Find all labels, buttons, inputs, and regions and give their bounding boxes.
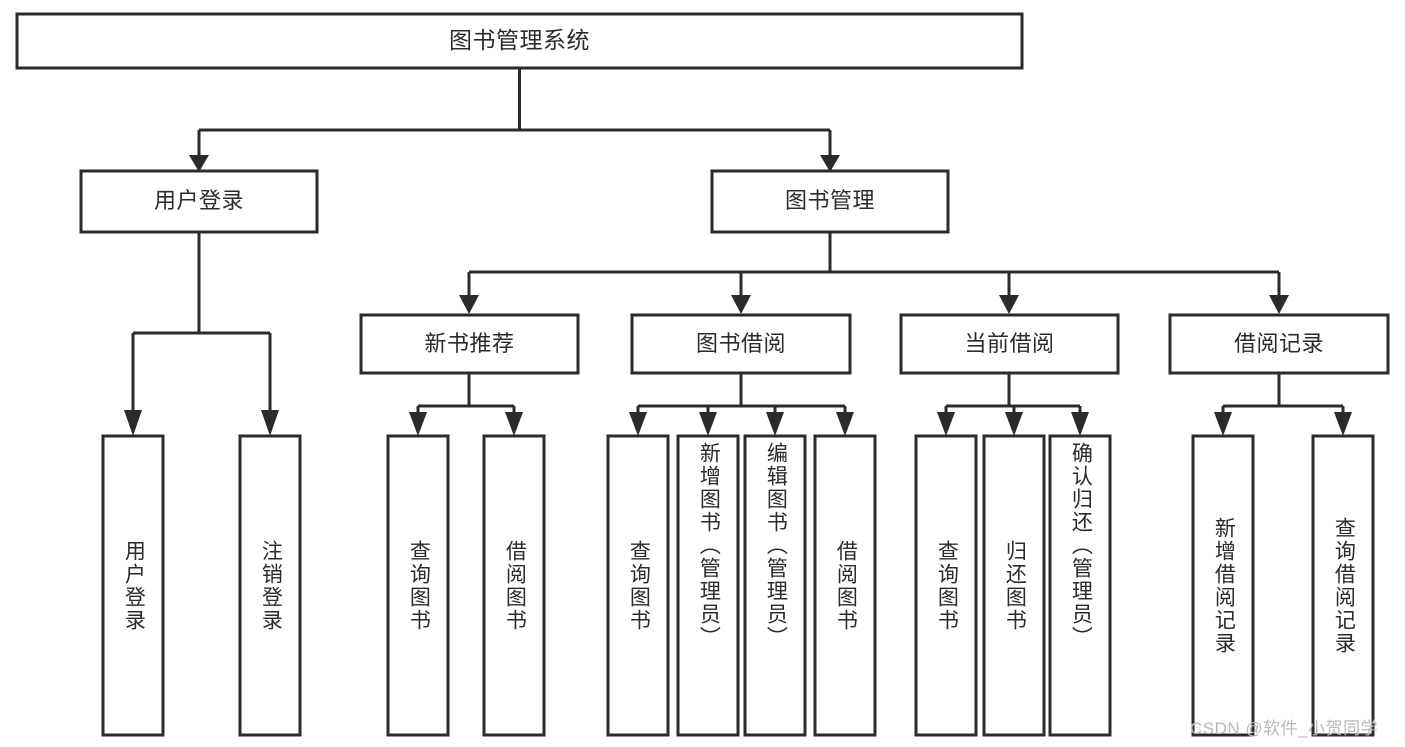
node-box-leaf-borrow-book-2[interactable]	[813, 434, 877, 737]
node-box-leaf-query-book-3[interactable]	[914, 434, 978, 737]
node-box-leaf-add-record[interactable]	[1191, 434, 1255, 737]
arrow-icon-leaf-add-record	[1214, 412, 1232, 436]
node-box-layer	[15, 12, 1390, 737]
arrow-icon-book-borrow	[731, 295, 751, 314]
node-label-leaf-borrow-book-2: 借阅图书	[834, 539, 858, 632]
arrow-icon-leaf-borrow-book-1	[505, 412, 523, 436]
node-label-cell-leaf-query-book-2: 查询图书	[608, 436, 668, 735]
node-label-leaf-logout: 注销登录	[259, 539, 283, 632]
node-box-leaf-user-login[interactable]	[101, 434, 165, 737]
node-label-cell-leaf-return-book: 归还图书	[984, 436, 1044, 735]
node-label-leaf-query-book-2: 查询图书	[627, 539, 651, 632]
node-label-cell-leaf-query-book-3: 查询图书	[916, 436, 976, 735]
node-label-cell-leaf-user-login: 用户登录	[103, 436, 163, 735]
node-label-leaf-edit-book: 编辑图书（管理员）	[764, 442, 788, 649]
node-label-cell-leaf-borrow-book-1: 借阅图书	[484, 436, 544, 735]
node-box-user-login[interactable]	[79, 169, 319, 234]
node-label-leaf-add-book: 新增图书（管理员）	[697, 442, 721, 649]
node-label-leaf-return-book: 归还图书	[1003, 539, 1027, 632]
arrow-icon-borrow-record	[1269, 295, 1289, 314]
arrow-icon-leaf-query-book-3	[937, 412, 955, 436]
node-box-leaf-borrow-book-1[interactable]	[482, 434, 546, 737]
node-box-current-borrow[interactable]	[899, 313, 1120, 375]
arrow-icon-leaf-user-login	[124, 410, 142, 436]
arrow-icon-user-login	[189, 155, 209, 172]
arrow-icon-leaf-query-record	[1334, 412, 1352, 436]
node-box-leaf-confirm-return[interactable]	[1048, 434, 1112, 737]
node-label-leaf-add-record: 新增借阅记录	[1212, 516, 1236, 655]
arrow-icon-leaf-confirm-return	[1071, 412, 1089, 436]
node-label-cell-leaf-query-record: 查询借阅记录	[1313, 436, 1373, 735]
node-label-cell-leaf-edit-book: 编辑图书（管理员）	[745, 436, 805, 735]
node-box-book-manage[interactable]	[710, 169, 950, 234]
arrow-icon-leaf-return-book	[1005, 412, 1023, 436]
node-box-leaf-add-book[interactable]	[676, 434, 740, 737]
watermark-text: CSDN @软件_小贺同学	[1190, 719, 1379, 738]
node-label-cell-leaf-logout: 注销登录	[240, 436, 300, 735]
node-box-leaf-return-book[interactable]	[982, 434, 1046, 737]
node-label-leaf-borrow-book-1: 借阅图书	[503, 539, 527, 632]
arrow-icon-current-borrow	[999, 295, 1019, 314]
connector-layer	[131, 68, 1345, 412]
arrow-icon-leaf-logout	[261, 410, 279, 436]
arrow-icon-leaf-query-book-1	[409, 412, 427, 436]
node-box-root[interactable]	[15, 12, 1024, 70]
node-label-leaf-query-record: 查询借阅记录	[1332, 516, 1356, 655]
node-label-leaf-confirm-return: 确认归还（管理员）	[1069, 442, 1093, 649]
arrow-head-layer	[124, 155, 1352, 436]
node-label-cell-leaf-add-book: 新增图书（管理员）	[678, 436, 738, 735]
node-box-leaf-logout[interactable]	[238, 434, 302, 737]
node-label-cell-leaf-borrow-book-2: 借阅图书	[815, 436, 875, 735]
node-box-book-borrow[interactable]	[630, 313, 852, 375]
node-box-leaf-edit-book[interactable]	[743, 434, 807, 737]
node-label-cell-leaf-add-record: 新增借阅记录	[1193, 436, 1253, 735]
node-label-cell-leaf-query-book-1: 查询图书	[388, 436, 448, 735]
node-box-leaf-query-record[interactable]	[1311, 434, 1375, 737]
arrow-icon-leaf-query-book-2	[629, 412, 647, 436]
arrow-icon-book-manage	[820, 155, 840, 172]
arrow-icon-new-book-recommend	[459, 295, 479, 314]
node-box-new-book-recommend[interactable]	[359, 313, 580, 375]
node-box-leaf-query-book-2[interactable]	[606, 434, 670, 737]
node-label-cell-leaf-confirm-return: 确认归还（管理员）	[1050, 436, 1110, 735]
node-box-borrow-record[interactable]	[1168, 313, 1390, 375]
node-label-leaf-query-book-3: 查询图书	[935, 539, 959, 632]
node-label-leaf-user-login: 用户登录	[122, 539, 146, 632]
arrow-icon-leaf-add-book	[699, 412, 717, 436]
arrow-icon-leaf-edit-book	[766, 412, 784, 436]
arrow-icon-leaf-borrow-book-2	[836, 412, 854, 436]
node-label-leaf-query-book-1: 查询图书	[407, 539, 431, 632]
node-box-leaf-query-book-1[interactable]	[386, 434, 450, 737]
